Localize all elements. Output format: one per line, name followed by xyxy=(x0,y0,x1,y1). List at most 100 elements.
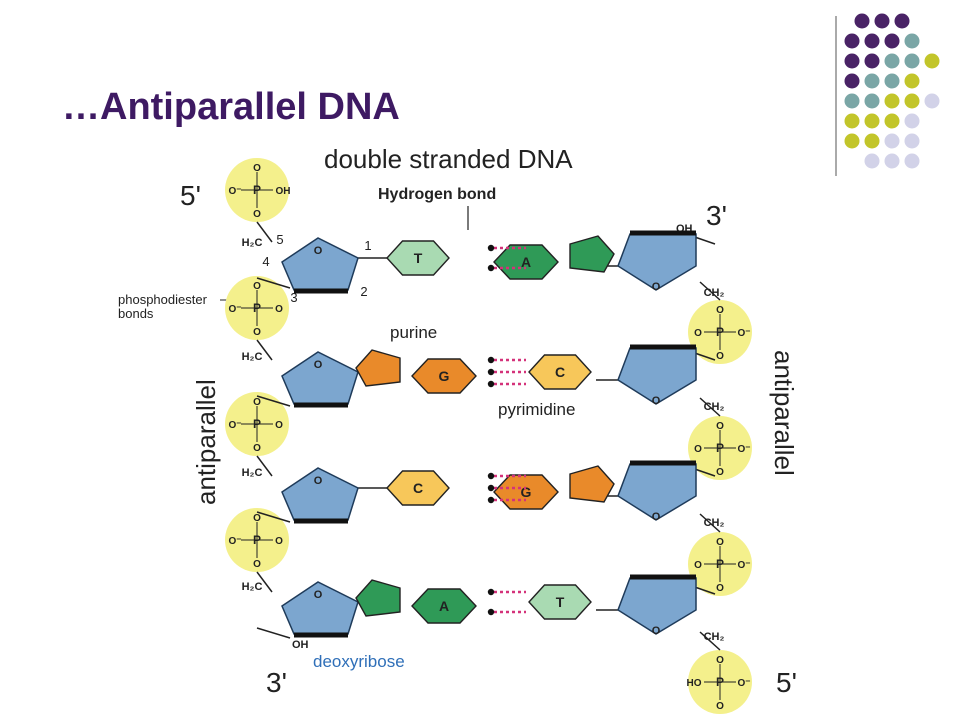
decor-dot xyxy=(844,93,860,109)
decor-dot xyxy=(854,13,870,29)
phosphate-atom-o: O xyxy=(716,583,724,594)
backbone-right-bond xyxy=(699,513,721,533)
phosphate-atom-o: O xyxy=(716,421,724,432)
base-left: A xyxy=(355,579,477,624)
phosphate-atom-o: O xyxy=(253,559,261,570)
phosphate-atom-side: O⁻ xyxy=(737,678,750,689)
phosphate-atom-side: O⁻ xyxy=(737,560,750,571)
phosphate-atom-side: O⁻ xyxy=(228,420,241,431)
purine-label: purine xyxy=(390,323,437,342)
pyrimidine-label: pyrimidine xyxy=(498,400,575,419)
backbone-left-bond xyxy=(256,221,273,243)
decor-dot xyxy=(904,93,920,109)
hbond-dot xyxy=(487,368,495,376)
sugar-oxygen: O xyxy=(652,395,661,407)
slide-title: …Antiparallel DNA xyxy=(62,86,400,128)
end-label-bottom-left: 3' xyxy=(266,667,287,698)
hbond-dot xyxy=(487,484,495,492)
phosphate-atom-o: O xyxy=(253,327,261,338)
phosphate-atom-p: P xyxy=(253,301,261,315)
base-hexagon xyxy=(528,354,592,390)
sugar-ring xyxy=(281,581,359,635)
decor-dot xyxy=(924,53,940,69)
base-hexagon xyxy=(528,584,592,620)
base-pentagon xyxy=(355,579,401,617)
decor-dot xyxy=(864,73,880,89)
phosphate-atom-o: O xyxy=(716,655,724,666)
decor-dot xyxy=(864,153,880,169)
antiparallel-label-left: antiparallel xyxy=(191,379,221,505)
diagram-heading: double stranded DNA xyxy=(324,144,573,174)
deoxyribose-label: deoxyribose xyxy=(313,652,405,671)
oh-bottom-sugar: OH xyxy=(292,639,309,651)
decor-dot xyxy=(884,113,900,129)
phosphate-atom-o: O xyxy=(716,701,724,712)
base-letter: A xyxy=(439,598,449,614)
decor-dot xyxy=(884,73,900,89)
decor-dot xyxy=(884,93,900,109)
phosphate-atom-o: O xyxy=(716,537,724,548)
carbon-number: 3 xyxy=(290,290,297,305)
base-letter: T xyxy=(556,594,565,610)
decor-dot xyxy=(904,53,920,69)
phosphate-atom-p: P xyxy=(253,183,261,197)
hbond-dot xyxy=(487,244,495,252)
sugar-ch2: CH₂ xyxy=(704,517,725,529)
decor-dot xyxy=(904,33,920,49)
phosphate-atom-o: O xyxy=(253,513,261,524)
phosphate-atom-side: O xyxy=(694,328,702,339)
phosphate-atom-p: P xyxy=(253,417,261,431)
base-right: C xyxy=(528,354,592,390)
carbon-number: 2 xyxy=(360,284,367,299)
decor-dot xyxy=(884,153,900,169)
phosphate-atom-p: P xyxy=(716,557,724,571)
base-right: A xyxy=(493,235,615,280)
base-hexagon xyxy=(411,358,477,394)
phosphate-atom-side: O⁻ xyxy=(737,328,750,339)
backbone-left-bond xyxy=(256,395,291,407)
decor-dot xyxy=(924,93,940,109)
phosphate-atom-o: O xyxy=(716,467,724,478)
base-pentagon xyxy=(355,349,401,387)
decor-dot xyxy=(904,133,920,149)
phosphate-atom-side: O xyxy=(275,536,283,547)
backbone-left-bond xyxy=(256,627,291,639)
sugar-ch2: H₂C xyxy=(242,237,263,249)
sugar-ch2: H₂C xyxy=(242,351,263,363)
sugar-right: O CH₂ xyxy=(617,460,725,529)
decor-dot xyxy=(844,73,860,89)
phosphate-atom-side: O xyxy=(275,304,283,315)
sugar-oxygen: O xyxy=(314,589,323,601)
decor-dot xyxy=(904,73,920,89)
hbond-dot xyxy=(487,380,495,388)
sugar-oxygen: O xyxy=(314,475,323,487)
base-pentagon xyxy=(569,235,615,273)
decorative-dot-grid xyxy=(835,13,940,176)
decor-dot xyxy=(904,113,920,129)
sugar-ring xyxy=(281,237,359,291)
base-letter: G xyxy=(521,484,532,500)
decor-dot xyxy=(884,53,900,69)
phosphate-atom-side: O⁻ xyxy=(228,186,241,197)
sugar-ch2: H₂C xyxy=(242,581,263,593)
phosphate-atom-p: P xyxy=(716,441,724,455)
decor-dot xyxy=(864,33,880,49)
end-label-top-right: 3' xyxy=(706,200,727,231)
decor-dot xyxy=(864,133,880,149)
base-right: T xyxy=(528,584,592,620)
carbon-number: 1 xyxy=(364,238,371,253)
hbond-dot xyxy=(487,472,495,480)
carbon-number: 5 xyxy=(276,232,283,247)
phosphate-atom-p: P xyxy=(716,675,724,689)
antiparallel-label-right: antiparallel xyxy=(769,350,799,476)
backbone-right-bond xyxy=(699,397,721,417)
end-label-bottom-right: 5' xyxy=(776,667,797,698)
